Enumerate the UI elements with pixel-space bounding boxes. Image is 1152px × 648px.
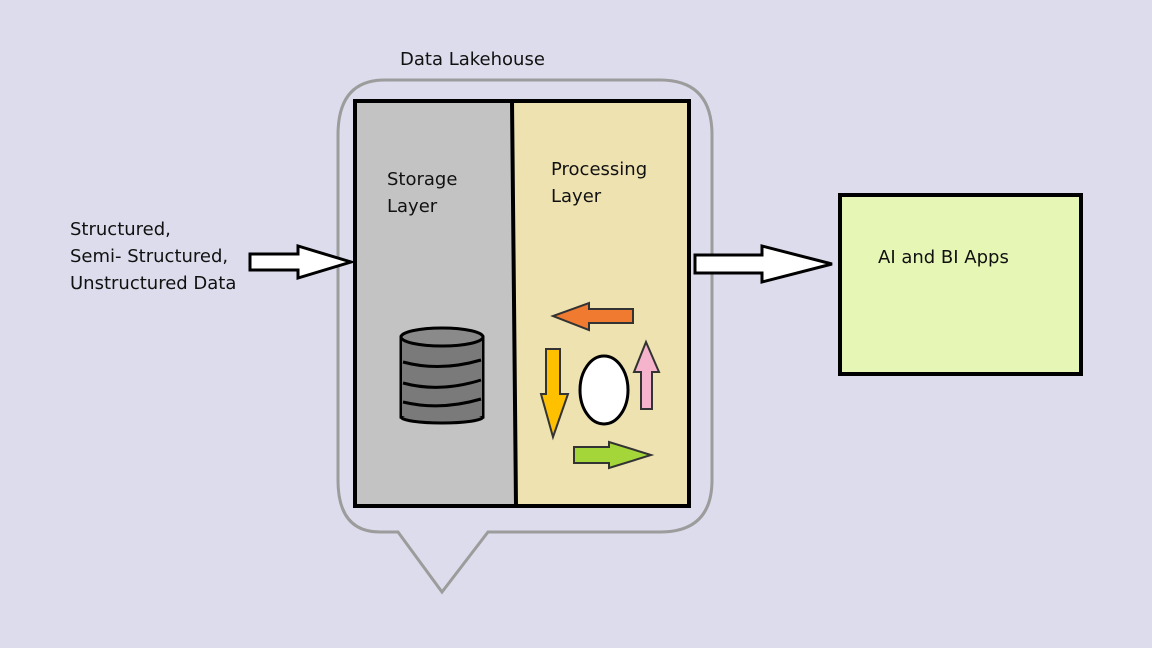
up-arrow-icon	[632, 339, 661, 410]
input-arrow-icon	[248, 243, 357, 281]
layer-divider	[510, 100, 518, 507]
input-line-semi-structured: Semi- Structured,	[70, 246, 229, 267]
input-line-unstructured: Unstructured Data	[70, 273, 237, 294]
lakehouse-title: Data Lakehouse	[400, 49, 545, 70]
apps-label: AI and BI Apps	[878, 247, 1009, 268]
processing-layer-label: Processing Layer	[551, 156, 647, 210]
down-arrow-icon	[539, 348, 570, 441]
output-arrow-icon	[693, 244, 833, 284]
processing-layer-panel	[514, 101, 689, 506]
storage-layer-panel	[355, 101, 514, 506]
storage-layer-line-2: Layer	[387, 196, 438, 217]
input-line-structured: Structured,	[70, 219, 171, 240]
processing-layer-line-1: Processing	[551, 159, 648, 180]
right-arrow-icon	[573, 440, 655, 470]
apps-box	[838, 193, 1083, 376]
lakehouse-bubble	[336, 78, 714, 595]
input-data-label: Structured, Semi- Structured, Unstructur…	[70, 216, 236, 297]
processing-layer-line-2: Layer	[551, 186, 602, 207]
database-icon	[399, 326, 485, 425]
storage-layer-label: Storage Layer	[387, 166, 457, 220]
storage-layer-line-1: Storage	[387, 169, 458, 190]
cycle-center-ellipse	[578, 354, 630, 426]
left-arrow-icon	[550, 301, 634, 332]
lakehouse-frame	[353, 99, 691, 508]
